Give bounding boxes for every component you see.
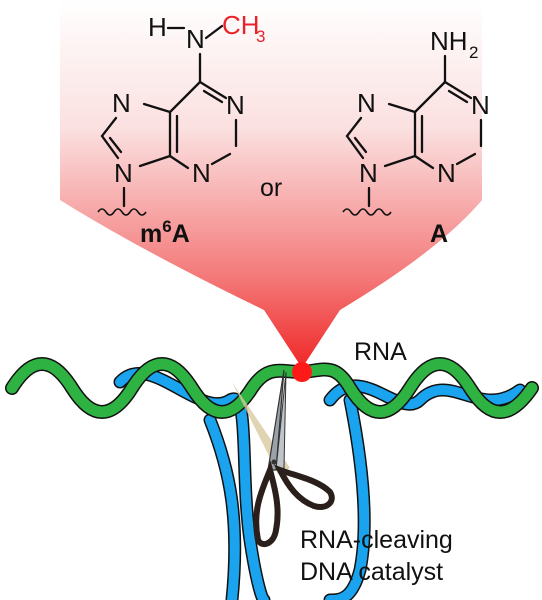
bond bbox=[353, 136, 368, 154]
bond bbox=[455, 152, 477, 166]
substituent-n-atom: N bbox=[186, 24, 205, 54]
bond bbox=[204, 24, 224, 40]
methyl-subscript: 3 bbox=[256, 27, 265, 46]
bond bbox=[100, 116, 120, 160]
bond bbox=[447, 89, 469, 104]
bond bbox=[142, 102, 172, 114]
rna-label: RNA bbox=[354, 338, 407, 366]
bond bbox=[108, 136, 123, 154]
bond bbox=[198, 80, 228, 100]
bond bbox=[138, 154, 172, 168]
ring-n-atom: N bbox=[112, 88, 131, 118]
methyl-group: CH bbox=[222, 10, 260, 40]
bond bbox=[168, 154, 190, 170]
adenine-label: A bbox=[430, 220, 448, 248]
ring-n-atom: N bbox=[192, 158, 211, 188]
rna-strand bbox=[5, 357, 539, 419]
m6a-label: m6A bbox=[140, 217, 190, 248]
substituent-h-atom: H bbox=[148, 12, 167, 42]
ring-n-atom: N bbox=[471, 90, 490, 120]
highlight-cone bbox=[60, 0, 482, 368]
ring-n-atom: N bbox=[437, 158, 456, 188]
amine-subscript: 2 bbox=[469, 43, 478, 62]
ring-n-atom: N bbox=[226, 90, 245, 120]
bond bbox=[210, 152, 232, 166]
ribose-attachment-squiggle bbox=[97, 208, 147, 216]
ribose-attachment-squiggle bbox=[342, 208, 392, 216]
catalyst-label-line2: DNA catalyst bbox=[300, 558, 443, 586]
amine-group: NH bbox=[430, 26, 468, 56]
scissors-icon bbox=[232, 369, 335, 548]
ring-n-atom: N bbox=[114, 158, 133, 188]
bond bbox=[413, 154, 435, 170]
bond bbox=[383, 154, 417, 168]
ring-n-atom: N bbox=[357, 88, 376, 118]
adenine-structure: NH 2 N N N N A bbox=[342, 26, 490, 248]
bond bbox=[202, 89, 224, 104]
bond bbox=[387, 102, 417, 114]
bond bbox=[443, 80, 473, 100]
m6a-structure: H N CH 3 N N N N m6A bbox=[97, 10, 265, 248]
cleavage-site-dot bbox=[292, 362, 312, 382]
ring-n-atom: N bbox=[359, 158, 378, 188]
or-connector: or bbox=[260, 174, 282, 202]
bond bbox=[345, 116, 365, 160]
catalyst-label-line1: RNA-cleaving bbox=[300, 526, 453, 554]
